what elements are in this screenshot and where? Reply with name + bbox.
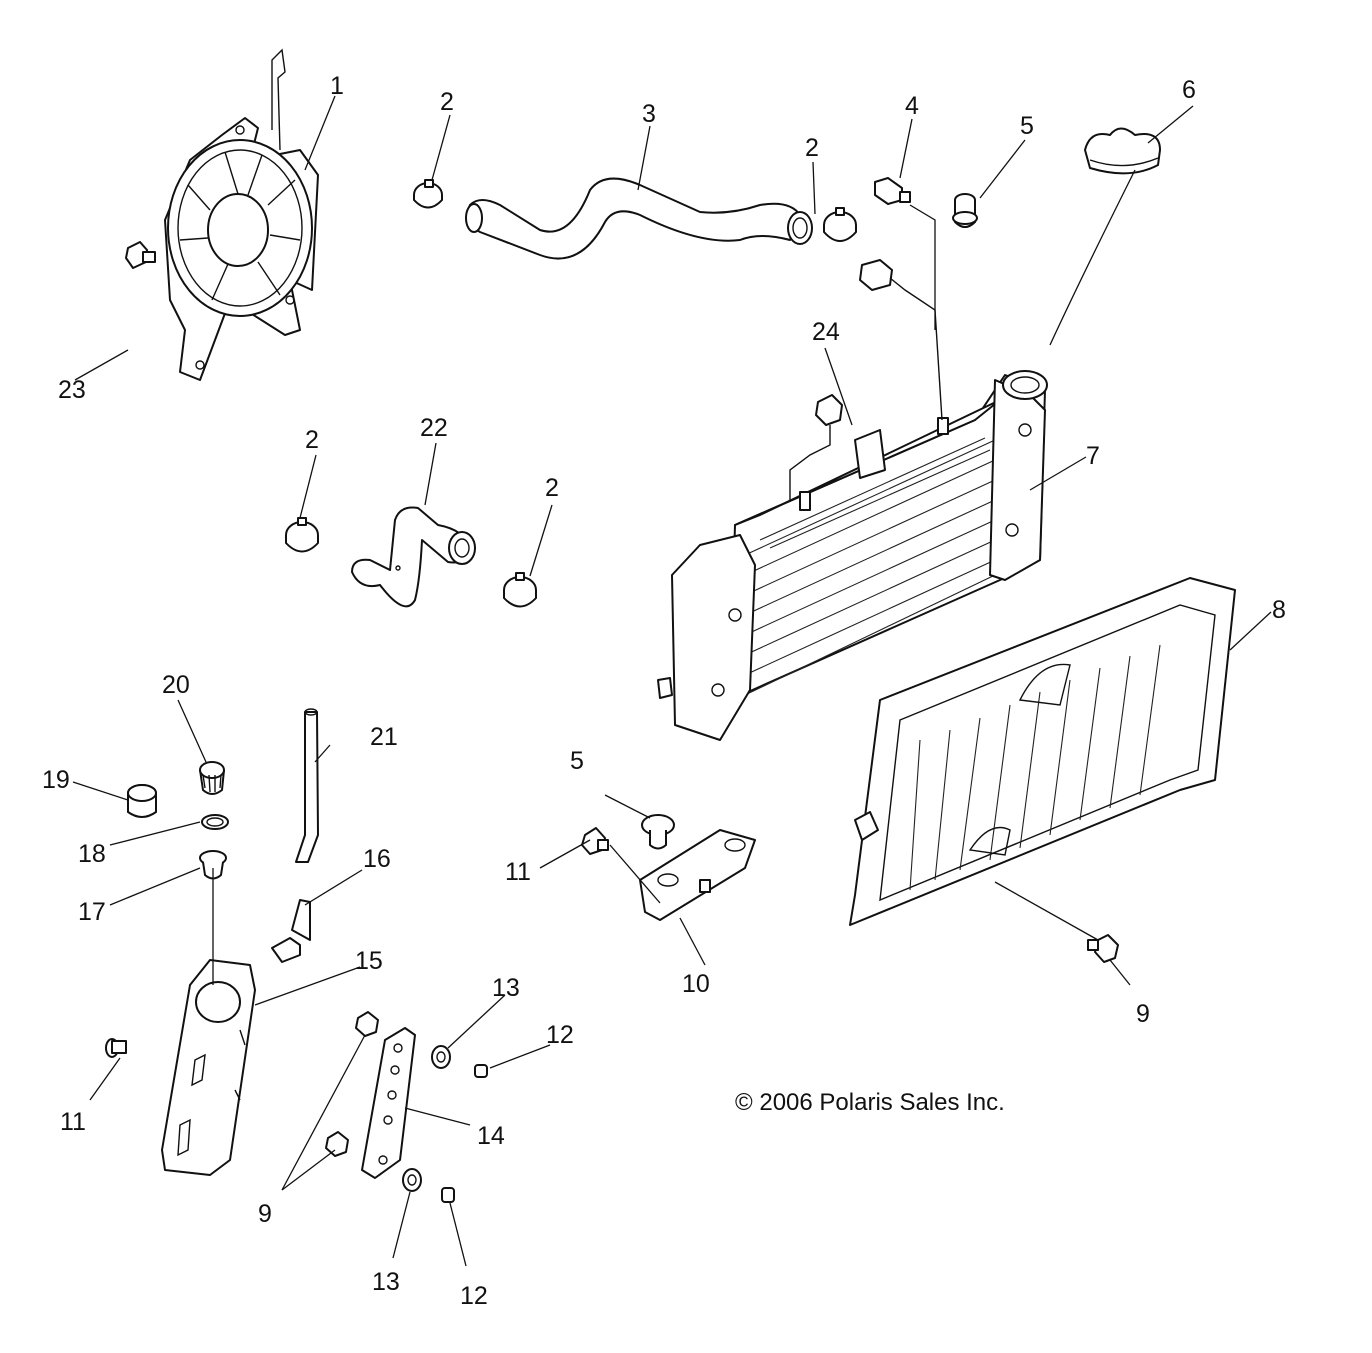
- callout-5-top: 5: [1020, 112, 1034, 140]
- callout-15: 15: [355, 947, 383, 975]
- callout-24: 24: [812, 318, 840, 346]
- reservoir-cap: [199, 761, 225, 795]
- tank-screw: [105, 1038, 127, 1058]
- callout-7: 7: [1086, 442, 1100, 470]
- callout-18: 18: [78, 840, 106, 868]
- callout-2-mid-left: 2: [305, 426, 319, 454]
- mounting-bracket: [639, 829, 756, 921]
- callout-13-upper: 13: [492, 974, 520, 1002]
- bracket-screw: [581, 827, 609, 855]
- callout-19: 19: [42, 766, 70, 794]
- pin-upper: [474, 1064, 488, 1078]
- mounting-plate: [361, 1027, 416, 1179]
- callout-6: 6: [1182, 76, 1196, 104]
- callout-17: 17: [78, 898, 106, 926]
- radiator: [657, 370, 1048, 741]
- bracket-bolt-upper: [355, 1011, 379, 1037]
- washer-upper: [431, 1045, 451, 1069]
- callout-14: 14: [477, 1122, 505, 1150]
- copyright-notice: © 2006 Polaris Sales Inc.: [735, 1089, 1005, 1116]
- callout-4: 4: [905, 92, 919, 120]
- overflow-tube: [295, 708, 319, 863]
- temperature-sensor: [874, 177, 911, 205]
- callout-16: 16: [363, 845, 391, 873]
- callout-8: 8: [1272, 596, 1286, 624]
- coolant-reservoir: [161, 959, 256, 1176]
- callout-2-top-right: 2: [805, 134, 819, 162]
- callout-12-lower: 12: [460, 1282, 488, 1310]
- callout-21: 21: [370, 723, 398, 751]
- o-ring: [201, 814, 229, 830]
- callout-13-lower: 13: [372, 1268, 400, 1296]
- lower-radiator-hose: [351, 506, 476, 608]
- callout-2-top-left: 2: [440, 88, 454, 116]
- grommet-lower: [641, 814, 675, 850]
- hose-clamp-d: [503, 572, 537, 608]
- fan-bolt: [125, 241, 156, 269]
- radiator-shroud: [849, 577, 1236, 926]
- grommet-upper: [952, 193, 978, 228]
- callout-10: 10: [682, 970, 710, 998]
- callout-22: 22: [420, 414, 448, 442]
- bracket-bolt-lower: [325, 1131, 349, 1157]
- callout-labels: 1 2 3 2 4 5 6 23 24 7 8 2 22 2 20 21 19 …: [42, 72, 1286, 1310]
- hose-clamp-c: [285, 517, 319, 553]
- hose-clamp-a: [413, 179, 443, 209]
- callout-9-lower: 9: [258, 1200, 272, 1228]
- callout-12-upper: 12: [546, 1021, 574, 1049]
- callout-20: 20: [162, 671, 190, 699]
- callout-11-lower: 11: [60, 1108, 86, 1136]
- radiator-cap: [1084, 127, 1161, 175]
- callout-2-mid-right: 2: [545, 474, 559, 502]
- cooling-fan: [164, 48, 319, 381]
- callout-11-mid: 11: [505, 858, 531, 886]
- hose-clamp-b: [823, 207, 857, 242]
- plug: [127, 784, 157, 818]
- shroud-bolt: [1087, 934, 1119, 963]
- elbow-fitting: [271, 899, 311, 963]
- callout-23: 23: [58, 376, 86, 404]
- callout-1: 1: [330, 72, 344, 100]
- wire-harness: [789, 259, 943, 500]
- callout-3: 3: [642, 100, 656, 128]
- callout-5-mid: 5: [570, 747, 584, 775]
- pin-lower: [441, 1187, 455, 1203]
- washer-lower: [402, 1168, 422, 1192]
- leader-lines: [72, 95, 1272, 1267]
- callout-9-right: 9: [1136, 1000, 1150, 1028]
- upper-radiator-hose: [465, 177, 813, 260]
